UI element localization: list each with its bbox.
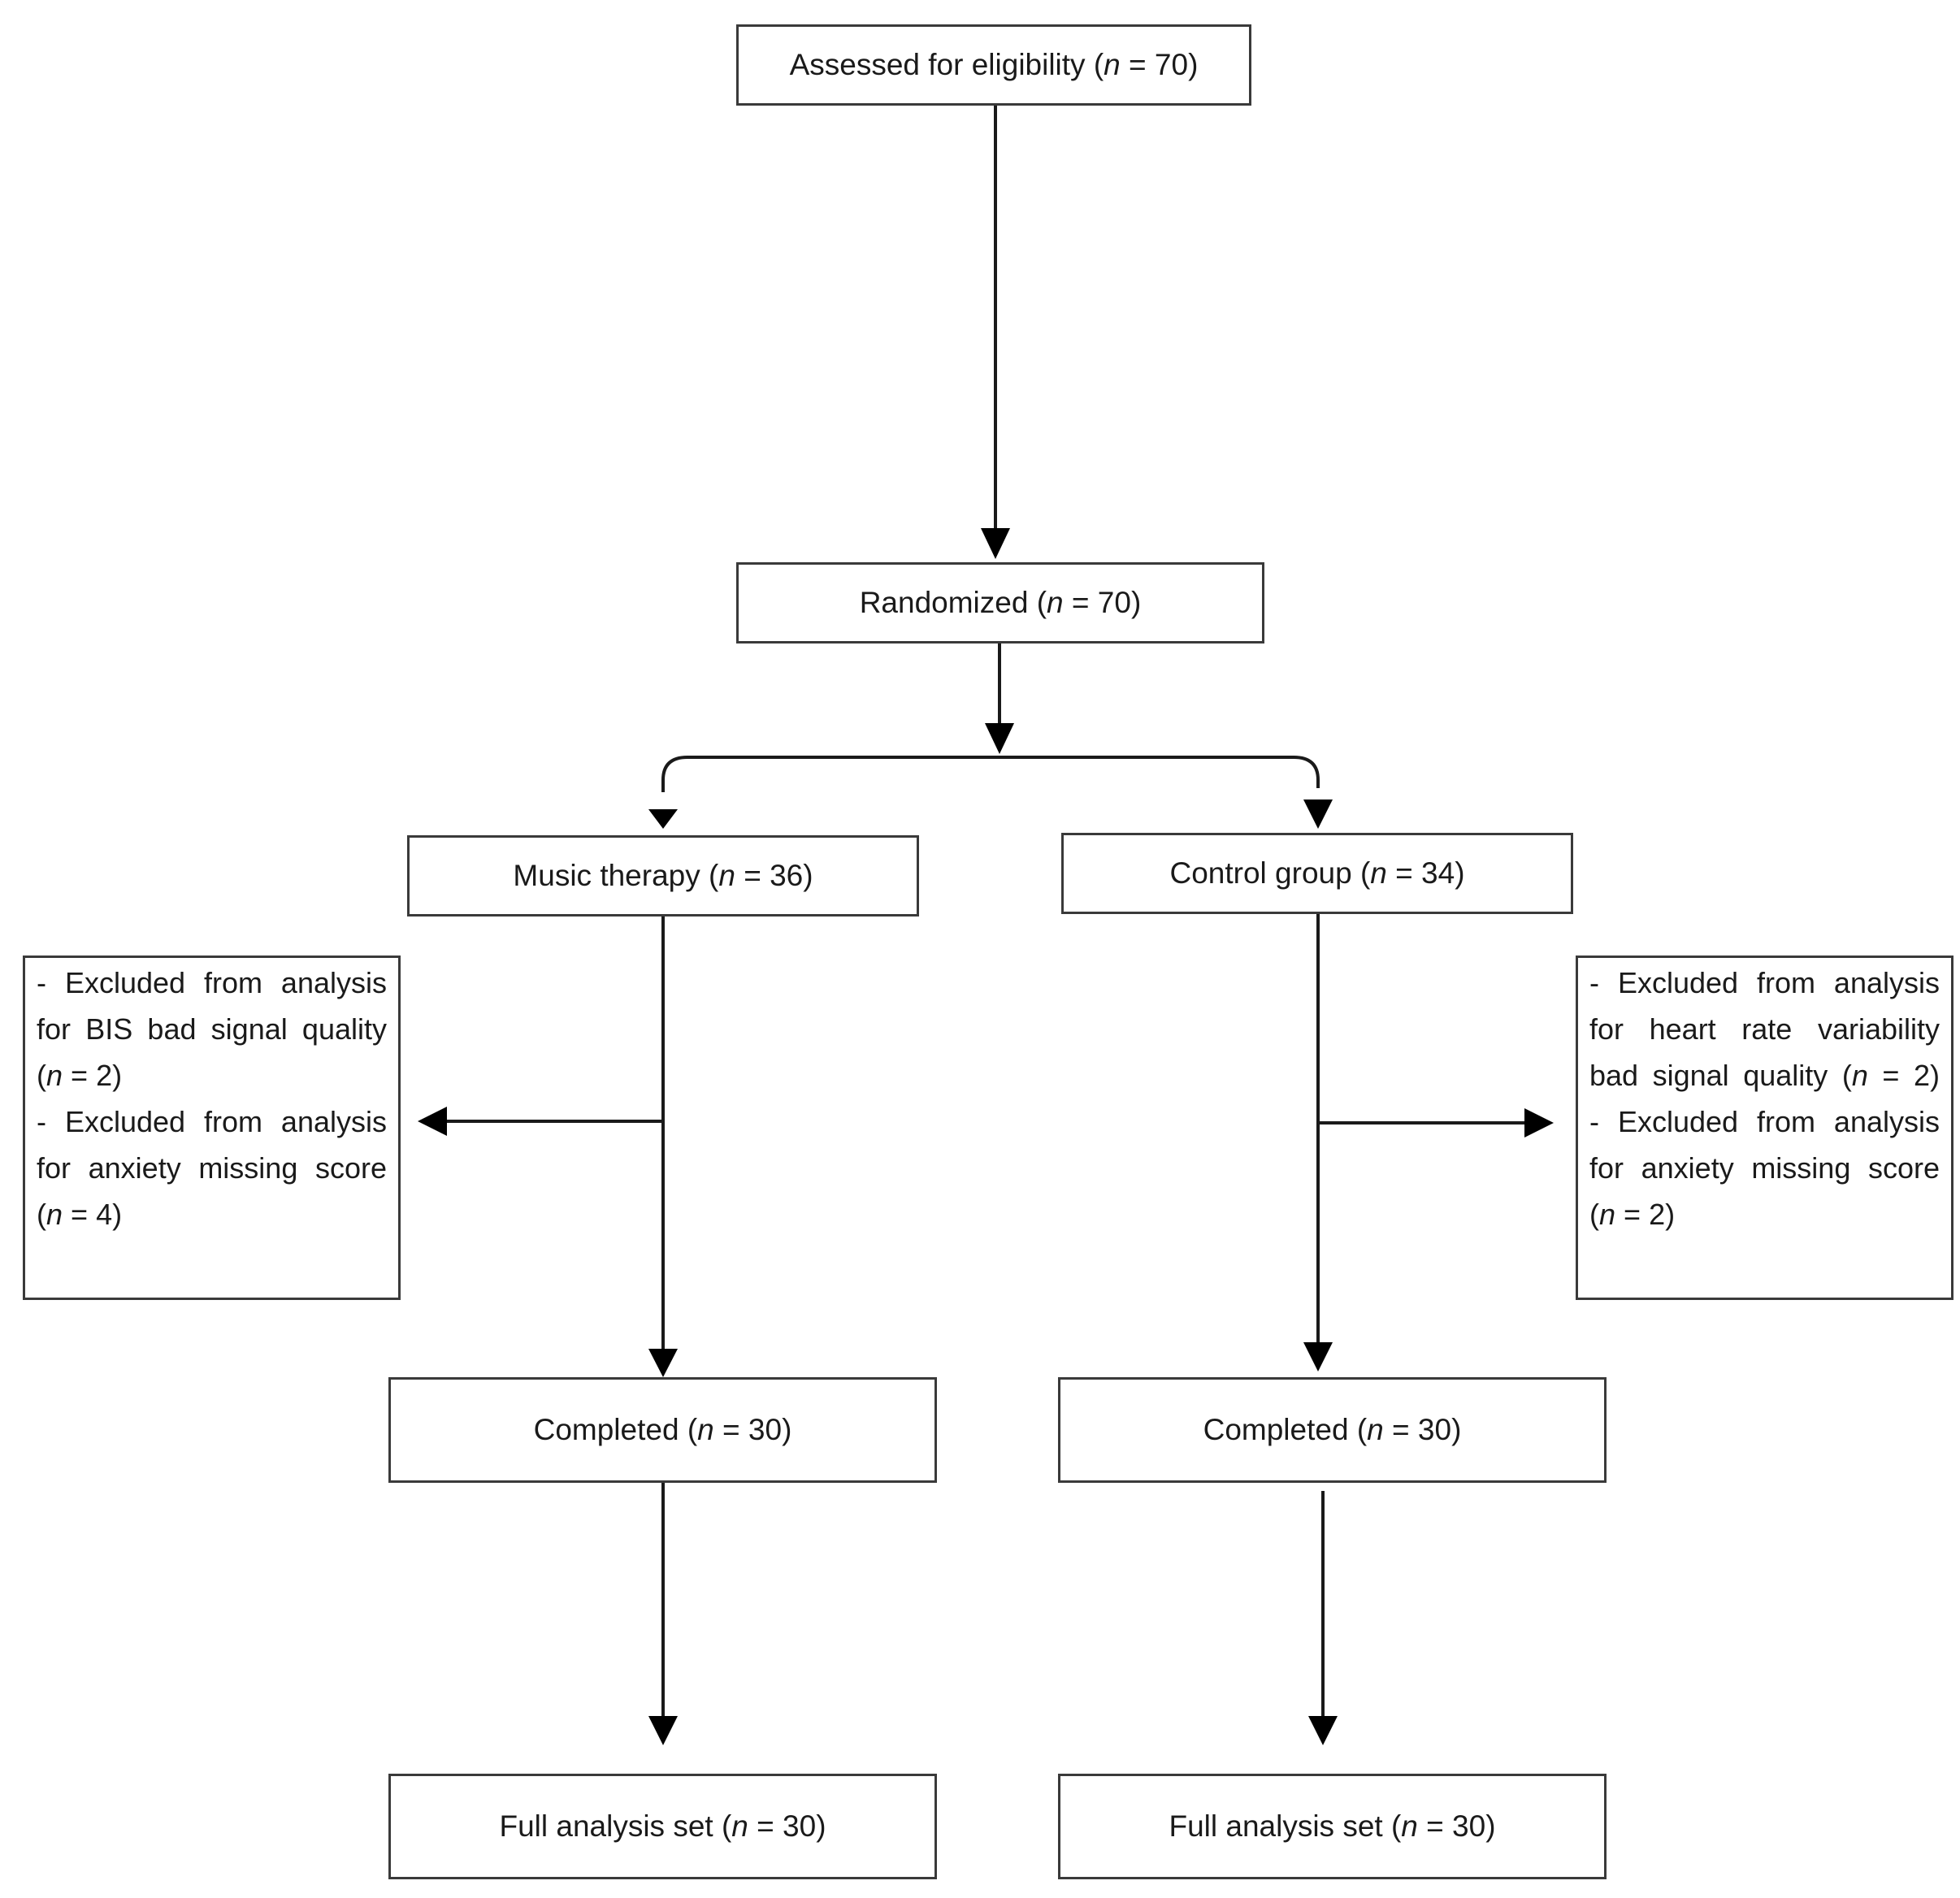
n-symbol: n [1599,1198,1616,1231]
note-line-count: bad signal quality (n = 2) [1589,1059,1940,1092]
note-line: bad signal quality [1589,1059,1828,1092]
note-line: - Excluded from analysis [1589,966,1940,999]
randomized-label: Randomized [859,586,1029,619]
equals-sign: = [713,1413,748,1446]
equals-sign: = [63,1198,97,1231]
arrowhead-music [648,809,678,829]
note-line: - Excluded from analysis [37,1105,387,1138]
music-full-analysis-box: Full analysis set (n = 30) [388,1774,937,1879]
control-group-box: Control group (n = 34) [1061,833,1573,914]
note-line: - Excluded from analysis [37,966,387,999]
randomized-count: 70 [1097,586,1131,619]
exclusion-count: 2 [1913,1059,1930,1092]
exclusion-count: 2 [96,1059,113,1092]
n-symbol: n [1047,586,1064,619]
equals-sign: = [1417,1809,1453,1843]
n-symbol: n [1104,48,1121,81]
n-symbol: n [46,1059,63,1092]
exclusion-count: 2 [1649,1198,1666,1231]
note-line: for anxiety missing score [37,1151,387,1185]
assessed-label: Assessed for eligibility [789,48,1086,81]
control-exclusions-note: - Excluded from analysis for heart rate … [1576,956,1953,1300]
music-completed-label: Completed [533,1413,679,1446]
arrowhead-randomized [981,528,1010,559]
split-connector [661,756,1320,792]
control-full-analysis-box: Full analysis set (n = 30) [1058,1774,1607,1879]
equals-sign: = [1383,1413,1418,1446]
assessed-box: Assessed for eligibility (n = 70) [736,24,1251,106]
n-symbol: n [1851,1059,1868,1092]
equals-sign: = [1386,856,1422,890]
equals-sign: = [63,1059,97,1092]
n-symbol: n [718,859,735,892]
note-line-count: (n = 2) [37,1059,123,1092]
n-symbol: n [1401,1809,1418,1843]
arrowhead-music-full [648,1716,678,1745]
music-therapy-box: Music therapy (n = 36) [407,835,919,916]
music-completed-count: 30 [748,1413,783,1446]
note-line: - Excluded from analysis [1589,1105,1940,1138]
assessed-count: 70 [1154,48,1189,81]
control-completed-box: Completed (n = 30) [1058,1377,1607,1483]
music-completed-box: Completed (n = 30) [388,1377,937,1483]
music-full-analysis-label: Full analysis set [499,1809,713,1843]
control-completed-count: 30 [1417,1413,1452,1446]
equals-sign: = [748,1809,783,1843]
equals-sign: = [1063,586,1098,619]
n-symbol: n [1370,856,1387,890]
equals-sign: = [735,859,770,892]
note-line: for heart rate variability [1589,1012,1940,1046]
randomized-box: Randomized (n = 70) [736,562,1264,644]
arrowhead-music-completed [648,1349,678,1377]
control-full-analysis-count: 30 [1452,1809,1486,1843]
arrowhead-split [985,723,1014,754]
n-symbol: n [697,1413,714,1446]
music-full-analysis-count: 30 [783,1809,817,1843]
control-full-analysis-label: Full analysis set [1169,1809,1383,1843]
music-therapy-count: 36 [770,859,804,892]
equals-sign: = [1867,1059,1914,1092]
note-line-count: (n = 4) [37,1198,123,1231]
arrowhead-control-exclusions [1524,1108,1554,1138]
music-therapy-label: Music therapy [513,859,700,892]
equals-sign: = [1120,48,1155,81]
equals-sign: = [1615,1198,1650,1231]
arrowhead-control [1303,800,1333,829]
arrowhead-control-full [1308,1716,1338,1745]
arrowhead-music-exclusions [418,1107,447,1136]
note-line-count: (n = 2) [1589,1198,1676,1231]
note-line: for anxiety missing score [1589,1151,1940,1185]
control-group-label: Control group [1169,856,1352,890]
music-exclusions-note: - Excluded from analysis for BIS bad sig… [23,956,401,1300]
n-symbol: n [731,1809,748,1843]
n-symbol: n [46,1198,63,1231]
exclusion-count: 4 [96,1198,113,1231]
note-line: for BIS bad signal quality [37,1012,387,1046]
control-group-count: 34 [1421,856,1455,890]
n-symbol: n [1367,1413,1384,1446]
arrowhead-control-completed [1303,1342,1333,1372]
control-completed-label: Completed [1203,1413,1349,1446]
